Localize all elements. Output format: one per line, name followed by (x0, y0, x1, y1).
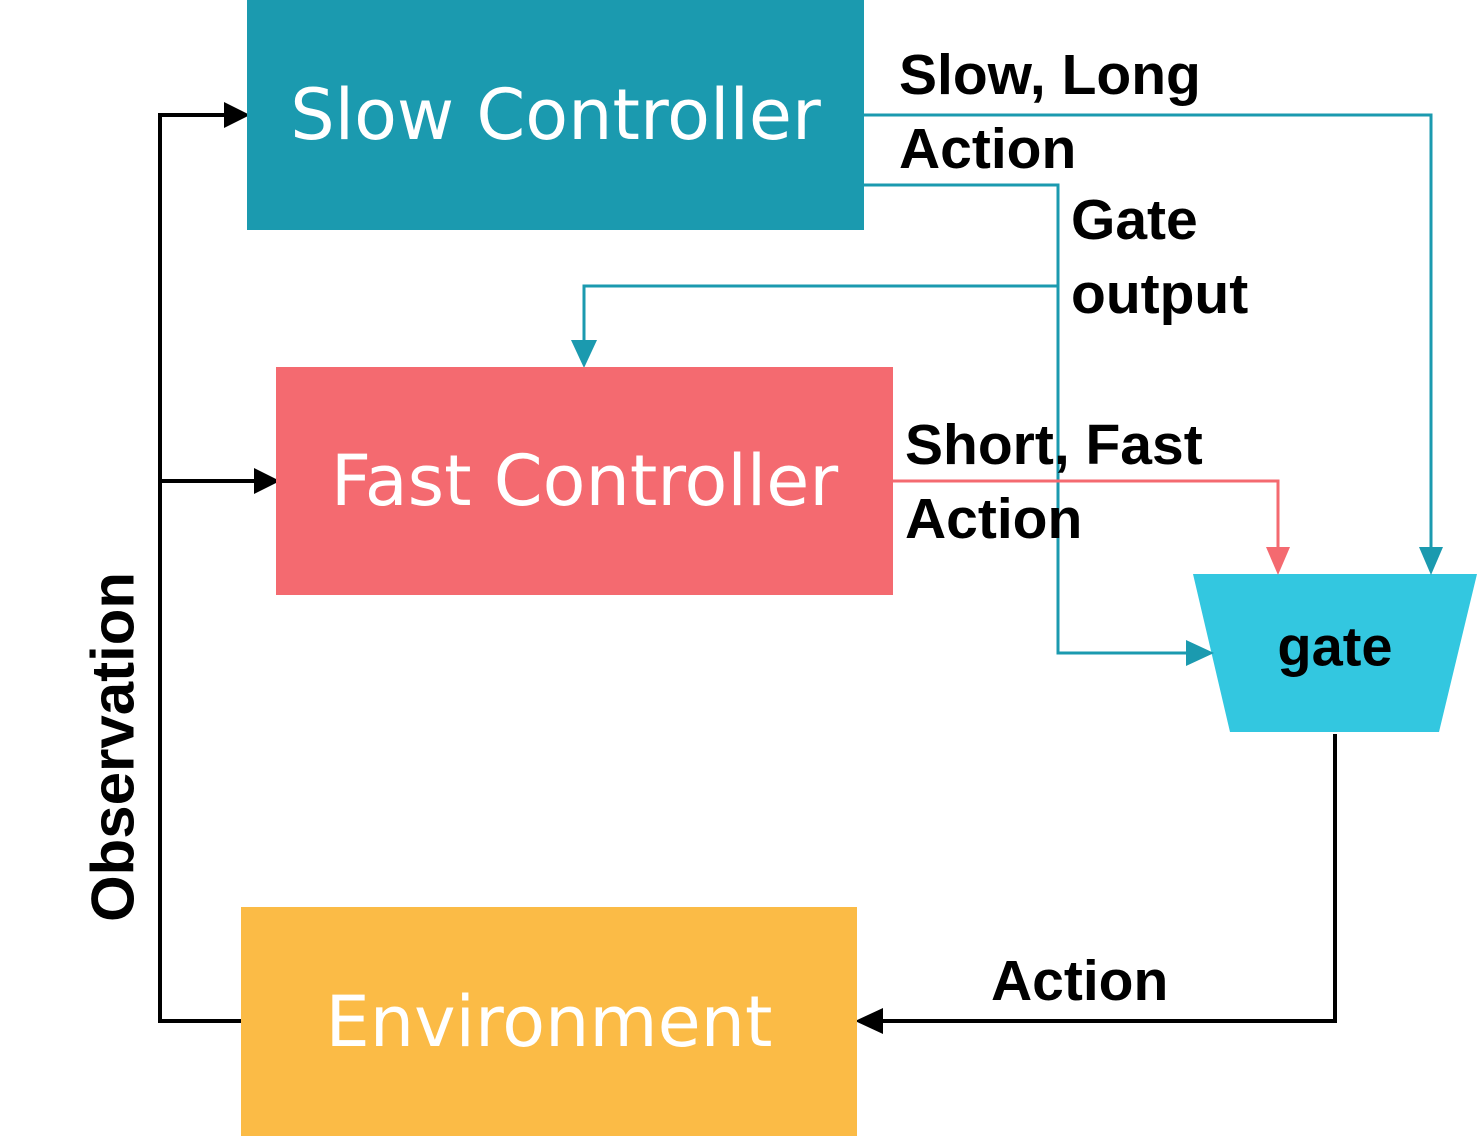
fast-action-arrow (893, 479, 1280, 552)
fast-controller-block: Fast Controller (276, 367, 893, 595)
gate-output-arrowhead-gate (1186, 640, 1214, 666)
observation-arrowhead-fast (254, 468, 280, 494)
action-label: Action (991, 949, 1169, 1013)
observation-arrowhead-slow (224, 102, 250, 128)
observation-arrow (158, 113, 243, 1023)
gate-output-label-line1: Gate (1071, 188, 1198, 252)
gate-output-label: Gate output (1071, 183, 1248, 331)
fast-action-label: Short, Fast Action (905, 408, 1203, 556)
action-arrowhead (855, 1008, 883, 1034)
slow-action-label-line2: Action (899, 117, 1077, 181)
environment-label: Environment (325, 980, 773, 1063)
gate-output-arrowhead-fast (571, 340, 597, 368)
fast-controller-label: Fast Controller (330, 440, 839, 522)
slow-action-label-line1: Slow, Long (899, 43, 1201, 107)
environment-block: Environment (241, 907, 857, 1136)
fast-action-label-line2: Action (905, 487, 1083, 551)
gate-shape (1193, 574, 1477, 732)
action-arrow (880, 734, 1337, 1023)
slow-controller-label: Slow Controller (290, 74, 821, 156)
gate-output-arrow (864, 183, 1190, 655)
observation-label: Observation (79, 571, 147, 923)
gate-output-label-line2: output (1071, 262, 1249, 326)
slow-action-arrowhead (1419, 547, 1443, 575)
gate-label: gate (1277, 614, 1393, 678)
slow-action-arrow (864, 113, 1433, 552)
gate-output-arrow-fast (582, 284, 1058, 345)
slow-controller-block: Slow Controller (247, 0, 864, 230)
slow-action-label: Slow, Long Action (899, 38, 1201, 186)
fast-action-arrowhead (1266, 547, 1290, 575)
fast-action-label-line1: Short, Fast (905, 413, 1203, 477)
